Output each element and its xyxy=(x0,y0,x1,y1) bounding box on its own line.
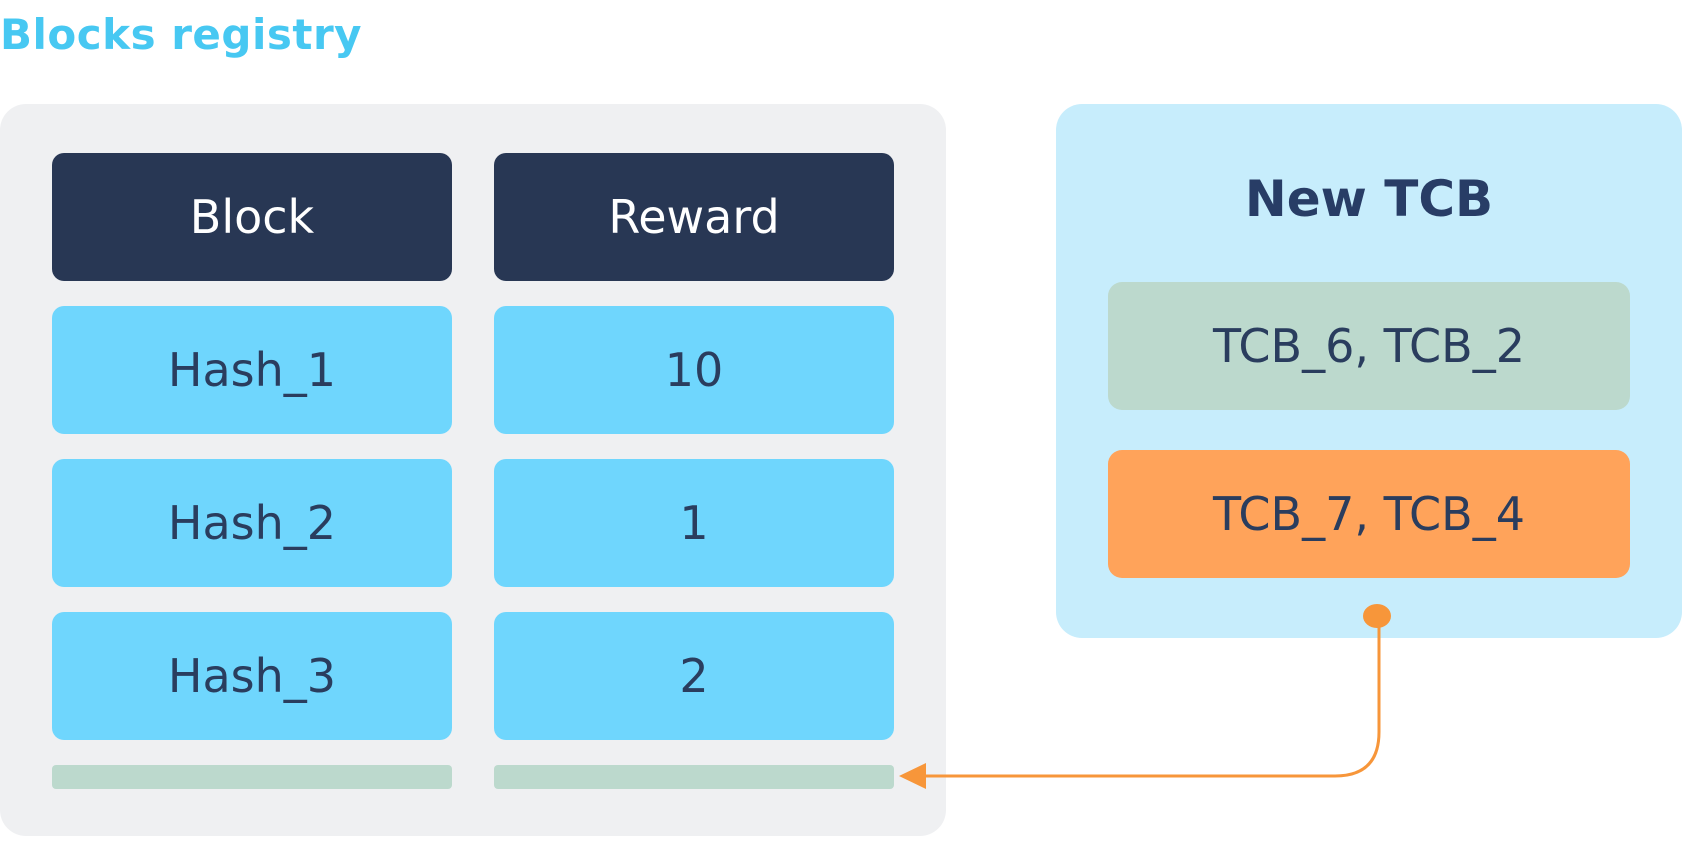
diagram-title: Blocks registry xyxy=(0,10,363,59)
new-tcb-title: New TCB xyxy=(1244,170,1494,228)
row-1-reward: 10 xyxy=(494,306,894,434)
row-1-block: Hash_1 xyxy=(52,306,452,434)
row-3-reward: 2 xyxy=(494,612,894,740)
tcb-item-1: TCB_6, TCB_2 xyxy=(1108,282,1630,410)
row-2-reward: 1 xyxy=(494,459,894,587)
row-2-block: Hash_2 xyxy=(52,459,452,587)
connector-line xyxy=(922,616,1381,778)
new-row-block-slot xyxy=(52,765,452,789)
tcb-item-2: TCB_7, TCB_4 xyxy=(1108,450,1630,578)
new-row-reward-slot xyxy=(494,765,894,789)
header-reward: Reward xyxy=(494,153,894,281)
header-block: Block xyxy=(52,153,452,281)
row-3-block: Hash_3 xyxy=(52,612,452,740)
